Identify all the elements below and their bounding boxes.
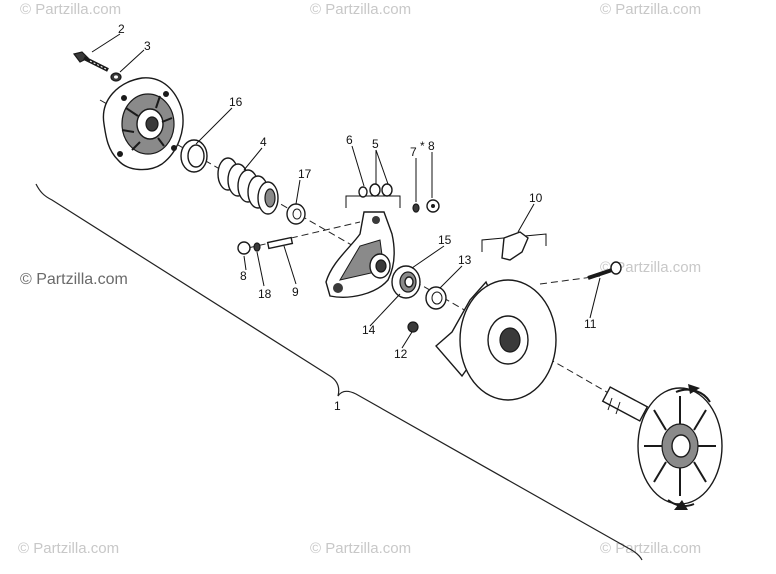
part-spider-arm: [325, 211, 395, 298]
part-pin: [266, 236, 294, 250]
part-bolt: [72, 51, 109, 72]
callout-9: 9: [292, 285, 299, 299]
part-spring-washer: [286, 203, 306, 225]
assembly-bracket: [35, 183, 643, 561]
part-cover: [102, 77, 184, 171]
watermark-mid-right: © Partzilla.com: [600, 259, 701, 276]
part-roller-set: [345, 183, 401, 208]
callout-4: 4: [260, 135, 267, 149]
callout-15: 15: [438, 233, 452, 247]
part-bearing: [391, 265, 421, 299]
part-bushing-ring: [180, 139, 208, 173]
watermark-bottom-center: © Partzilla.com: [310, 540, 411, 557]
callout-13: 13: [458, 253, 472, 267]
pin-axis-line: [247, 221, 361, 249]
watermark-bottom-left: © Partzilla.com: [18, 540, 119, 557]
callout-asterisk: *: [420, 139, 425, 153]
part-long-bolt: [587, 261, 622, 280]
callout-11: 11: [584, 317, 597, 331]
watermark-bottom-right: © Partzilla.com: [600, 540, 701, 557]
part-washer-small: [110, 72, 122, 82]
part-small-nut: [407, 321, 419, 333]
callout-1: 1: [334, 399, 341, 413]
callout-12: 12: [394, 347, 408, 361]
callout-8-left: 8: [240, 269, 247, 283]
callout-5: 5: [372, 137, 379, 151]
part-moveable-sheave: [435, 279, 557, 401]
callout-labels: 2 3 16 4 17 6 5 7 * 8 10 15 13 14 12 11 …: [118, 22, 597, 413]
watermark-top-left: © Partzilla.com: [20, 1, 121, 18]
callout-16: 16: [229, 95, 243, 109]
part-seal: [425, 286, 447, 310]
part-nut-washer: [412, 199, 440, 213]
watermark-main: © Partzilla.com: [20, 271, 128, 288]
callout-17: 17: [298, 167, 312, 181]
watermark-top-center: © Partzilla.com: [310, 1, 411, 18]
watermark-layer: © Partzilla.com © Partzilla.com © Partzi…: [18, 1, 701, 557]
callout-10: 10: [529, 191, 543, 205]
part-screw-head-left: [237, 241, 261, 255]
part-clip: [481, 231, 547, 261]
callout-2: 2: [118, 22, 125, 36]
part-fixed-sheave: [601, 384, 723, 510]
callout-6: 6: [346, 133, 353, 147]
leader-lines: [91, 33, 601, 349]
callout-7: 7: [410, 145, 417, 159]
part-spring: [217, 157, 279, 215]
callout-3: 3: [144, 39, 151, 53]
callout-14: 14: [362, 323, 376, 337]
watermark-top-right: © Partzilla.com: [600, 1, 701, 18]
callout-8-right: 8: [428, 139, 435, 153]
callout-18: 18: [258, 287, 272, 301]
